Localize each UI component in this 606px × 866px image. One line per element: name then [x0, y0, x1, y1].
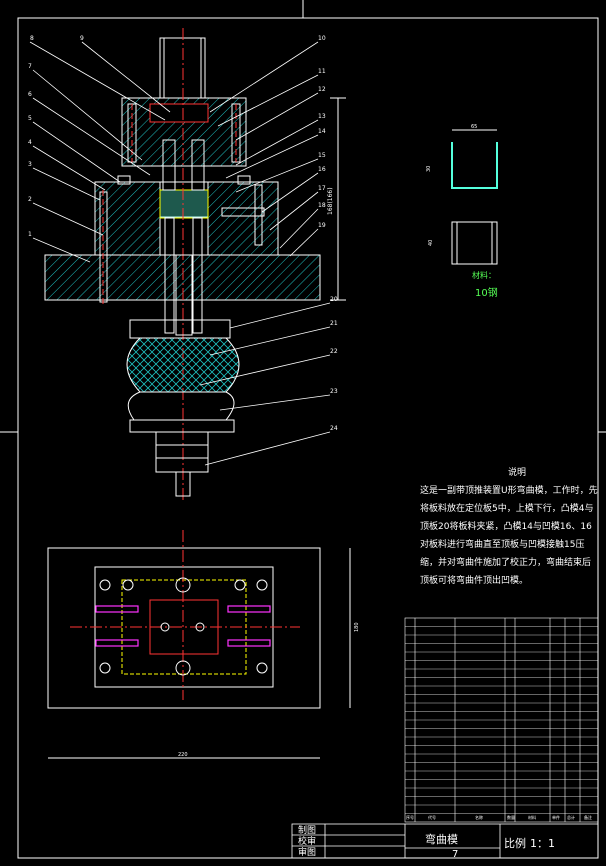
- callout-21: 21: [330, 320, 338, 327]
- callout-6: 6: [28, 91, 32, 98]
- bom-header: 序号 代号 名称 数量 材料 单件 总计 备注: [406, 814, 592, 820]
- nut: [155, 431, 209, 473]
- callout-numbers: 8 9 10 7 11 6 12 5 13 4 14 3 15 2 16 1 1…: [28, 35, 338, 432]
- scale-label: 比例: [504, 836, 526, 850]
- sign-row-draw: 制图: [298, 824, 316, 836]
- callout-4: 4: [28, 139, 32, 146]
- svg-text:序号: 序号: [406, 814, 414, 820]
- callout-11: 11: [318, 68, 326, 75]
- die-block-right: [207, 181, 279, 256]
- callout-16: 16: [318, 166, 326, 173]
- plan-width-dimension: 220: [178, 752, 188, 758]
- callout-2: 2: [28, 196, 32, 203]
- callout-23: 23: [330, 388, 338, 395]
- callout-13: 13: [318, 113, 326, 120]
- scale-value: 1：1: [530, 837, 555, 850]
- callout-14: 14: [318, 128, 326, 135]
- callout-17: 17: [318, 185, 326, 192]
- callout-22: 22: [330, 348, 338, 355]
- callout-24: 24: [330, 425, 338, 432]
- sign-row-approve: 审图: [298, 846, 316, 858]
- note-title: 说明: [508, 468, 527, 478]
- svg-text:数量: 数量: [507, 814, 515, 820]
- note-text: 这是一副带顶推装置U形弯曲模，工作时，先将板料放在定位板5中，上模下行，凸模4与…: [420, 486, 598, 586]
- die-block-left: [94, 181, 161, 256]
- plan-view: 220 180: [47, 530, 360, 759]
- plan-height-dimension: 180: [354, 622, 360, 632]
- part-sketch: 65 30 40 材料： 10钢: [426, 124, 498, 299]
- bom-rows: [405, 626, 598, 814]
- svg-text:代号: 代号: [428, 814, 436, 820]
- callout-leaders: [29, 41, 331, 466]
- callout-10: 10: [318, 35, 326, 42]
- rubber-pad: [126, 337, 240, 393]
- svg-text:名称: 名称: [475, 814, 483, 820]
- svg-text:总计: 总计: [567, 814, 575, 820]
- callout-5: 5: [28, 115, 32, 122]
- callout-7: 7: [28, 63, 32, 70]
- callout-8: 8: [30, 35, 34, 42]
- overall-height-dimension: 168(166): [327, 187, 334, 215]
- callout-9: 9: [80, 35, 84, 42]
- svg-text:备注: 备注: [584, 814, 592, 820]
- title-block: [291, 823, 599, 859]
- svg-text:材料: 材料: [528, 814, 536, 820]
- callout-19: 19: [318, 222, 326, 229]
- part-width-dimension: 65: [471, 124, 477, 130]
- material-value: 10钢: [475, 286, 498, 299]
- drawing-title: 弯曲模: [425, 832, 458, 846]
- section-view: 168(166): [44, 28, 346, 500]
- callout-18: 18: [318, 202, 326, 209]
- callout-3: 3: [28, 161, 32, 168]
- callout-20: 20: [330, 296, 338, 303]
- sign-row-check: 校审: [298, 835, 316, 847]
- sheet-number: 7: [452, 849, 458, 860]
- part-height-dimension-a: 30: [426, 166, 432, 172]
- material-label: 材料：: [472, 270, 496, 280]
- part-height-dimension-b: 40: [428, 240, 434, 246]
- callout-15: 15: [318, 152, 326, 159]
- callout-12: 12: [318, 86, 326, 93]
- callout-1: 1: [28, 231, 32, 238]
- svg-text:单件: 单件: [552, 814, 560, 820]
